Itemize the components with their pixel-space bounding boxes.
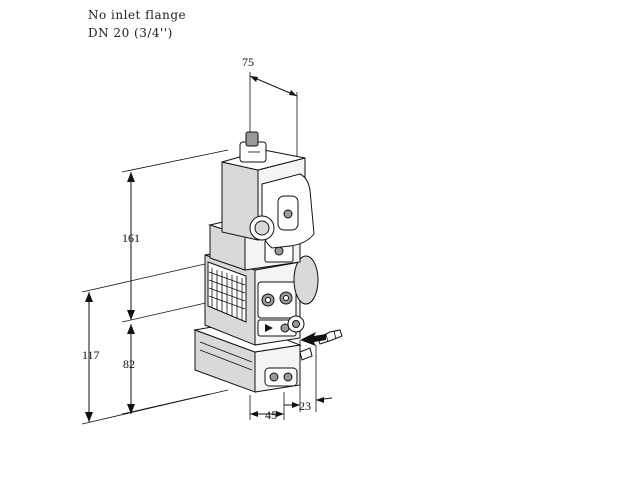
dim-75-label: 75 [242, 55, 254, 69]
dim-45-label: 45 [265, 408, 277, 422]
inlet-filter-grid [207, 261, 247, 323]
valve-body [193, 131, 343, 393]
dim-82-label: 82 [123, 357, 135, 371]
dim-23-label: 23 [299, 399, 311, 413]
dim-117-label: 117 [82, 348, 100, 362]
caption-flange: No inlet flange [88, 8, 187, 22]
dim-161-label: 161 [122, 231, 140, 245]
caption-size: DN 20 (3/4'') [88, 26, 173, 40]
dimension-lines: 75 161 117 82 45 23 [81, 55, 333, 425]
test-nipple [287, 315, 343, 345]
